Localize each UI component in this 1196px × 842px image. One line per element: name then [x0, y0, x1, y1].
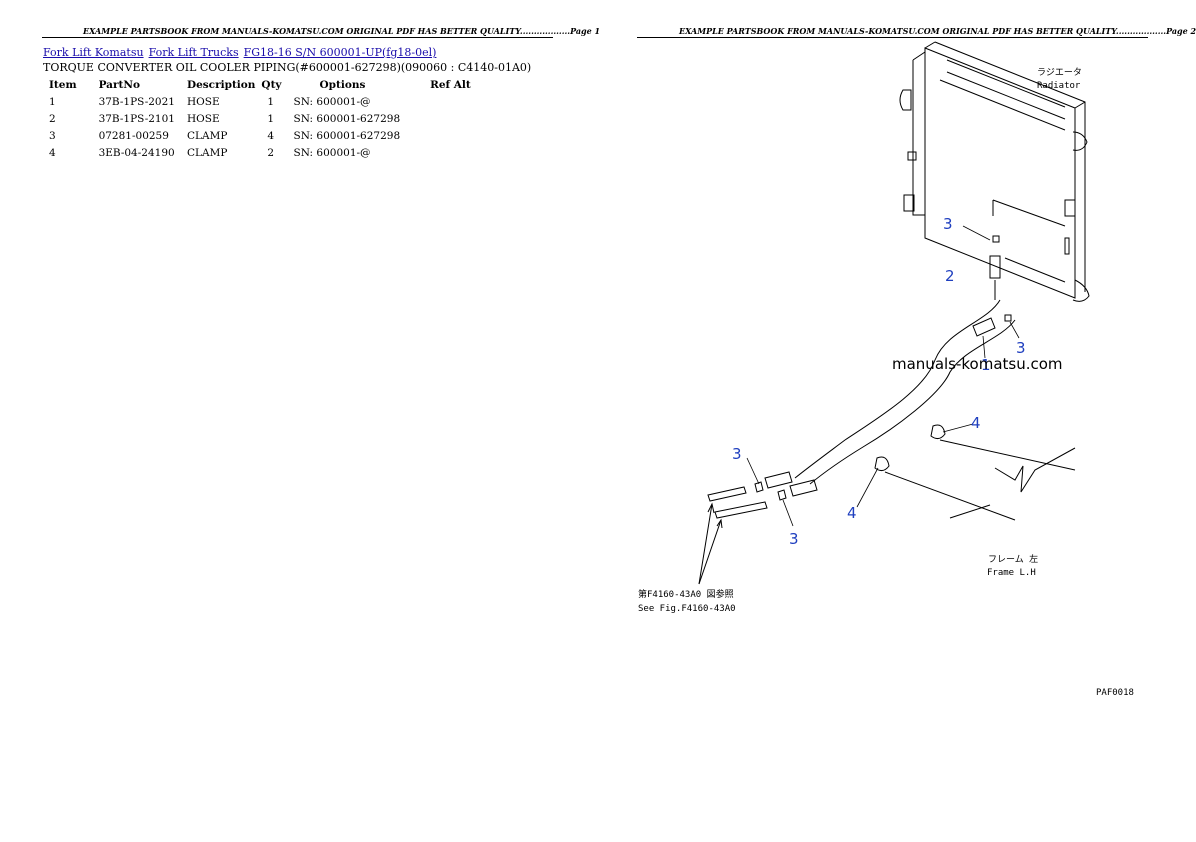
cell-partno: 37B-1PS-2021: [98, 95, 175, 108]
callout-3: 3: [943, 215, 953, 233]
cell-options: SN: 600001-627298: [293, 112, 401, 125]
cell-options: SN: 600001-627298: [293, 129, 401, 142]
frame-label-jp: フレーム 左: [988, 553, 1038, 565]
section-title: TORQUE CONVERTER OIL COOLER PIPING(#6000…: [43, 61, 532, 74]
radiator-label-jp: ラジエータ: [1037, 67, 1082, 78]
cell-qty: 2: [267, 146, 275, 159]
frame-label-en: Frame L.H: [987, 568, 1036, 578]
exploded-parts-diagram: 3 2 3 1 4 3 4 3 ラジエータ Radiator manuals-k…: [638, 41, 1134, 698]
cell-qty: 4: [267, 129, 275, 142]
radiator-drawing: [899, 41, 1090, 302]
callout-4: 4: [971, 414, 981, 432]
cell-item: 3: [49, 129, 56, 142]
cell-description: CLAMP: [186, 129, 228, 142]
diagram-page: EXAMPLE PARTSBOOK FROM MANUALS-KOMATSU.C…: [595, 0, 1196, 842]
column-header-options: Options: [319, 79, 366, 91]
callout-4: 4: [847, 504, 857, 522]
radiator-label-en: Radiator: [1037, 81, 1081, 91]
column-header-item: Item: [49, 79, 77, 91]
column-header-qty: Qty: [261, 79, 282, 91]
callout-leaders: [746, 225, 1020, 527]
cell-item: 4: [49, 146, 56, 159]
cell-qty: 1: [267, 112, 275, 125]
cell-refalt: [406, 93, 477, 110]
parts-list-page: EXAMPLE PARTSBOOK FROM MANUALS-KOMATSU.C…: [0, 0, 600, 842]
page-header: EXAMPLE PARTSBOOK FROM MANUALS-KOMATSU.C…: [83, 26, 601, 36]
frame-lh-drawing: [949, 447, 1076, 519]
breadcrumb-link-model[interactable]: FG18-16 S/N 600001-UP(fg18-0el): [243, 46, 437, 59]
table-row: 3 07281-00259 CLAMP 4 SN: 600001-627298: [43, 127, 477, 144]
cell-options: SN: 600001-@: [293, 95, 371, 108]
cell-refalt: [406, 144, 477, 161]
breadcrumb-link-fork-lift-trucks[interactable]: Fork Lift Trucks: [148, 46, 239, 59]
cell-partno: 3EB-04-24190: [98, 146, 175, 159]
breadcrumb: Fork Lift Komatsu Fork Lift Trucks FG18-16…: [43, 46, 441, 59]
table-row: 4 3EB-04-24190 CLAMP 2 SN: 600001-@: [43, 144, 477, 161]
see-figure-label-en: See Fig.F4160-43A0: [638, 604, 736, 614]
column-header-description: Description: [186, 79, 256, 91]
cell-partno: 37B-1PS-2101: [98, 112, 175, 125]
callout-3: 3: [789, 530, 799, 548]
callout-1: 1: [981, 356, 991, 374]
page-header: EXAMPLE PARTSBOOK FROM MANUALS-KOMATSU.C…: [679, 26, 1196, 36]
callout-3: 3: [1016, 339, 1026, 357]
see-figure-arrows: [698, 502, 723, 585]
header-divider: [42, 37, 553, 38]
cell-item: 1: [49, 95, 56, 108]
table-row: 1 37B-1PS-2021 HOSE 1 SN: 600001-@: [43, 93, 477, 110]
cell-partno: 07281-00259: [98, 129, 169, 142]
cell-description: CLAMP: [186, 146, 228, 159]
cell-description: HOSE: [186, 112, 220, 125]
cell-options: SN: 600001-@: [293, 146, 371, 159]
header-divider: [637, 37, 1148, 38]
cell-refalt: [406, 110, 477, 127]
column-header-refalt: Ref Alt: [430, 79, 471, 91]
figure-code: PAF0018: [1096, 688, 1134, 698]
hose-1-drawing: [707, 299, 1016, 519]
table-row: 2 37B-1PS-2101 HOSE 1 SN: 600001-627298: [43, 110, 477, 127]
table-header-row: Item PartNo Description Qty Options Ref …: [43, 77, 477, 93]
breadcrumb-link-fork-lift-komatsu[interactable]: Fork Lift Komatsu: [43, 46, 144, 59]
cell-description: HOSE: [186, 95, 220, 108]
callout-2: 2: [945, 267, 955, 285]
cell-qty: 1: [267, 95, 275, 108]
cell-refalt: [406, 127, 477, 144]
column-header-partno: PartNo: [98, 79, 140, 91]
parts-table: Item PartNo Description Qty Options Ref …: [43, 77, 477, 161]
watermark-text: manuals-komatsu.com: [892, 355, 1063, 373]
cell-item: 2: [49, 112, 56, 125]
callout-3: 3: [732, 445, 742, 463]
hose-2-drawing: [989, 235, 1001, 300]
see-figure-label-jp: 第F4160-43A0 図参照: [638, 588, 734, 600]
clamp-4-drawing: [874, 424, 1076, 521]
